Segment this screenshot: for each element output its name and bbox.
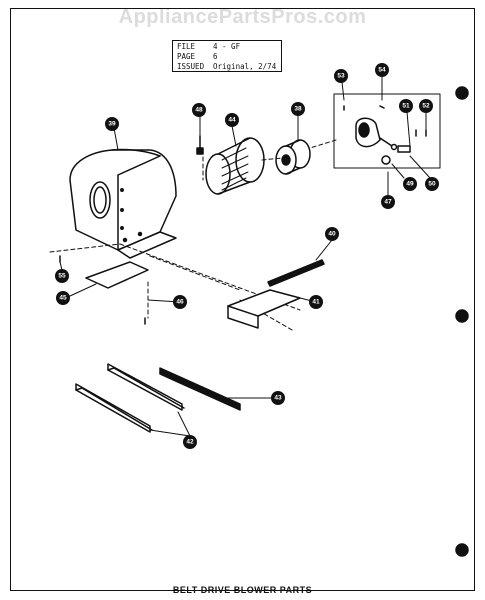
callout-39: 39	[105, 117, 119, 131]
page-border	[10, 8, 475, 591]
binder-hole-middle	[455, 309, 469, 323]
svg-text:54: 54	[378, 67, 386, 74]
file-label: FILE	[177, 42, 196, 51]
set-screw	[196, 135, 204, 155]
watermark: AppliancePartsPros.com	[118, 6, 367, 28]
diagram-title: BELT DRIVE BLOWER PARTS	[172, 585, 313, 595]
page-label: PAGE	[177, 52, 196, 61]
svg-text:55: 55	[58, 273, 66, 280]
callout-55: 55	[55, 269, 69, 283]
mounting-bracket	[85, 261, 149, 289]
svg-text:38: 38	[294, 106, 302, 113]
file-info-box: FILE 4 - GF PAGE 6 ISSUED Original, 2/74	[172, 40, 282, 72]
svg-text:49: 49	[406, 181, 414, 188]
svg-text:52: 52	[422, 103, 430, 110]
svg-text:46: 46	[176, 299, 184, 306]
svg-text:43: 43	[274, 395, 282, 402]
svg-text:45: 45	[59, 295, 67, 302]
binder-hole-top	[455, 86, 469, 100]
callout-47: 47	[381, 195, 395, 209]
angle-bracket-flange	[227, 305, 259, 329]
mounting-rails	[75, 363, 241, 433]
svg-text:48: 48	[195, 107, 203, 114]
callout-44: 44	[225, 113, 239, 127]
svg-text:51: 51	[402, 103, 410, 110]
pulley	[275, 139, 311, 175]
mounting-strip	[267, 259, 325, 287]
blower-wheel	[205, 137, 265, 195]
file-value: 4 - GF	[213, 42, 241, 51]
callout-51: 51	[399, 99, 413, 113]
svg-text:42: 42	[186, 439, 194, 446]
svg-text:40: 40	[328, 231, 336, 238]
callout-41: 41	[309, 295, 323, 309]
callout-45: 45	[56, 291, 70, 305]
svg-text:41: 41	[312, 299, 320, 306]
callout-49: 49	[403, 177, 417, 191]
svg-text:39: 39	[108, 121, 116, 128]
callout-40: 40	[325, 227, 339, 241]
issued-label: ISSUED	[177, 62, 205, 71]
svg-text:44: 44	[228, 117, 236, 124]
callout-38: 38	[291, 102, 305, 116]
callout-54: 54	[375, 63, 389, 77]
callout-43: 43	[271, 391, 285, 405]
bearing-assembly	[333, 93, 441, 169]
callout-52: 52	[419, 99, 433, 113]
callout-53: 53	[334, 69, 348, 83]
svg-text:50: 50	[428, 181, 436, 188]
binder-hole-bottom	[455, 543, 469, 557]
callout-50: 50	[425, 177, 439, 191]
leader-lines	[59, 75, 431, 437]
svg-text:53: 53	[337, 73, 345, 80]
callout-48: 48	[192, 103, 206, 117]
page-value: 6	[213, 52, 218, 61]
issued-value: Original, 2/74	[213, 62, 277, 71]
callout-42: 42	[183, 435, 197, 449]
blower-housing	[69, 148, 177, 259]
callout-group: 39 48 44 38 53 54 51 52 49 50 47 40 55 4…	[55, 63, 439, 449]
callout-46: 46	[173, 295, 187, 309]
svg-text:47: 47	[384, 199, 392, 206]
angle-bracket	[227, 289, 301, 317]
